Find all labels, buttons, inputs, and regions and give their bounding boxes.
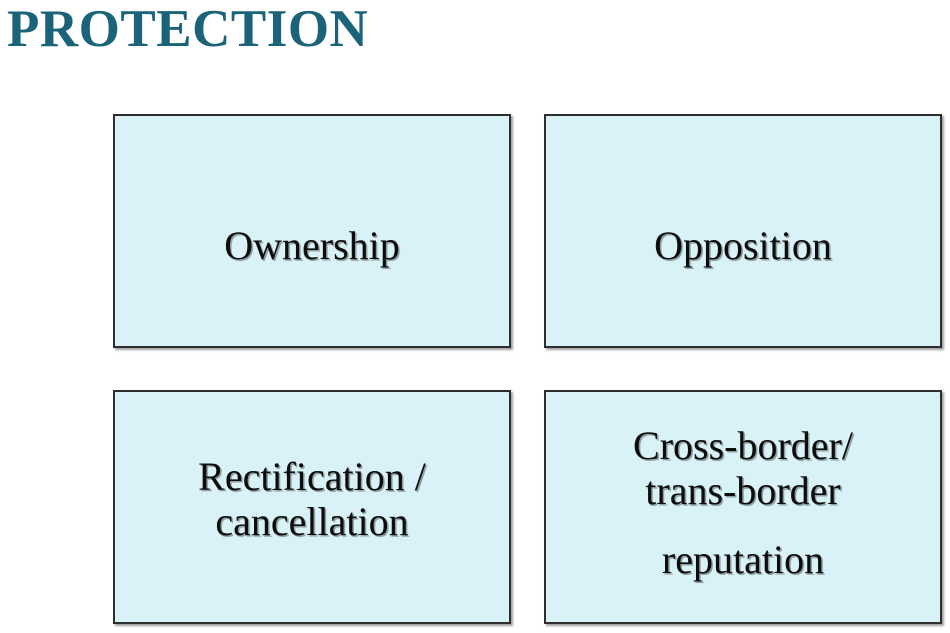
concept-box-label: Ownership (224, 222, 400, 268)
concept-box-opposition[interactable]: Opposition (544, 114, 942, 348)
concept-box-ownership[interactable]: Ownership (113, 114, 511, 348)
concept-box-label-stack: Cross-border/ trans-border reputation (633, 423, 853, 582)
concept-box-label: Rectification / cancellation (198, 454, 426, 544)
concept-box-label: Opposition (654, 222, 832, 268)
concept-box-rectification-cancellation[interactable]: Rectification / cancellation (113, 390, 511, 624)
concept-box-label-secondary: reputation (661, 536, 825, 582)
concept-box-label-primary: Cross-border/ trans-border (633, 422, 853, 513)
concept-box-cross-border-reputation[interactable]: Cross-border/ trans-border reputation (544, 390, 942, 624)
page-title: PROTECTION (7, 0, 369, 58)
